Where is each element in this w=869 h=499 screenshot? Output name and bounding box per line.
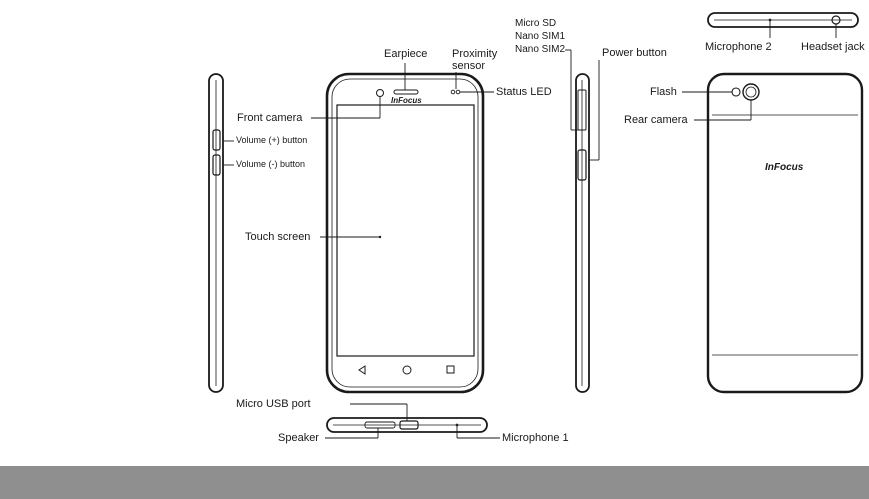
microphone-2-label: Microphone 2 — [705, 41, 772, 53]
leader-dots — [379, 236, 381, 238]
headset-jack-label: Headset jack — [801, 41, 865, 53]
rear-camera-label: Rear camera — [624, 114, 688, 126]
micro-usb-port-label: Micro USB port — [236, 398, 311, 410]
volume-down-label: Volume (-) button — [236, 159, 305, 170]
back-view — [708, 74, 862, 392]
leader-lines — [223, 21, 836, 438]
earpiece-label: Earpiece — [384, 48, 427, 60]
top-view — [708, 13, 858, 27]
front-camera-label: Front camera — [237, 112, 302, 124]
flash-label: Flash — [650, 86, 677, 98]
front-view — [327, 74, 483, 392]
nano-sim2-label: Nano SIM2 — [515, 44, 565, 55]
back-brand-logo: InFocus — [765, 162, 803, 173]
proximity-sensor-label: Proximity sensor — [452, 48, 497, 72]
front-brand-logo: InFocus — [391, 96, 422, 105]
left-side-view — [209, 74, 223, 392]
speaker-label: Speaker — [278, 432, 319, 444]
volume-up-label: Volume (+) button — [236, 135, 307, 146]
microphone-1-label: Microphone 1 — [502, 432, 569, 444]
footer-bar — [0, 466, 869, 499]
right-side-view — [576, 74, 589, 392]
status-led-label: Status LED — [496, 86, 552, 98]
nano-sim1-label: Nano SIM1 — [515, 31, 565, 42]
touch-screen-label: Touch screen — [245, 231, 310, 243]
power-button-label: Power button — [602, 47, 667, 59]
micro-sd-label: Micro SD — [515, 18, 556, 29]
